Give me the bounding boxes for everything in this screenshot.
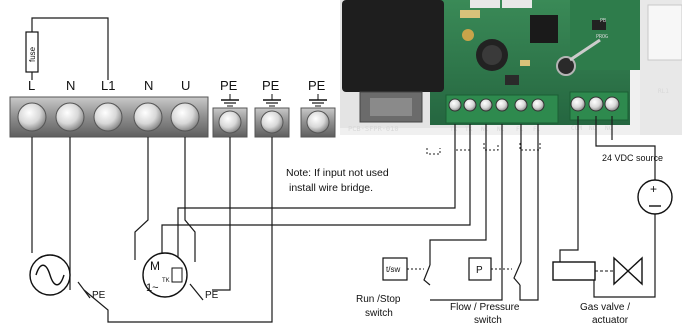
motor: M TK 1~ PE — [142, 252, 219, 301]
pcb-screw — [448, 98, 462, 112]
gas-caption-2: actuator — [592, 315, 629, 323]
pcb-connector-b — [569, 91, 629, 121]
pcb-board: PCB-SFPR-010 PB PROG RL1 TK TK NC NC FL FL CO… — [340, 0, 682, 135]
terminal-screw — [55, 102, 85, 132]
gas-caption-1: Gas valve / — [580, 302, 630, 313]
flow-box-label: P — [476, 265, 483, 276]
pe-terminal-label: PE — [262, 78, 280, 93]
runstop-switch: t/sw Run /Stop switch — [356, 257, 431, 319]
pcb-pin-label-fl: FL — [516, 126, 524, 133]
fuse-label: fuse — [28, 46, 37, 62]
pe-label-2: PE — [205, 290, 219, 301]
pe-terminal-screw — [218, 110, 242, 134]
pcb-chip-label: RL1 — [658, 88, 669, 95]
pcb-screw — [495, 98, 509, 112]
ac-source: PE — [29, 254, 106, 301]
pcb-pin-label-nc: NC — [497, 126, 505, 133]
pe-terminal-screw — [306, 110, 330, 134]
pcb-pin-label-nc: NC — [605, 125, 613, 132]
pcb-screw — [604, 96, 620, 112]
pe-terminal-screw — [260, 110, 284, 134]
relay-block — [342, 0, 444, 92]
wiring — [31, 116, 656, 323]
pcb-small-label: PB — [600, 18, 606, 24]
terminal-label-l1: L1 — [101, 78, 115, 93]
pe-label-1: PE — [92, 290, 106, 301]
pe-terminal-label: PE — [308, 78, 326, 93]
mcu-chip — [530, 15, 558, 43]
motor-phase-label: 1~ — [146, 282, 159, 294]
pcb-screw — [531, 98, 545, 112]
ground-icon — [263, 94, 281, 107]
terminal-screw — [133, 102, 163, 132]
pcb-pin-label-fl: FL — [533, 126, 541, 133]
terminal-label-l: L — [28, 78, 35, 93]
pcb-screw — [570, 96, 586, 112]
runstop-box-label: t/sw — [386, 265, 400, 274]
flow-caption-1: Flow / Pressure — [450, 302, 520, 313]
dc-source: 24 VDC source + — [602, 153, 673, 215]
wire-bridges — [426, 143, 541, 155]
ground-icon — [309, 94, 327, 107]
flow-caption-2: switch — [474, 315, 502, 323]
runstop-caption-1: Run /Stop — [356, 294, 401, 305]
pcb-pin-label-tk: TK — [450, 126, 458, 133]
ground-icon — [221, 94, 239, 107]
vdc-plus: + — [650, 182, 657, 196]
runstop-caption-2: switch — [365, 308, 393, 319]
pcb-screw — [514, 98, 528, 112]
pcb-pin-label-com: COM — [571, 125, 582, 132]
terminal-screw — [17, 102, 47, 132]
terminal-block-main: L N L1 N U — [9, 78, 209, 138]
terminal-screw — [93, 102, 123, 132]
pcb-pin-label-nc: NC — [481, 126, 489, 133]
pcb-pin-label-tk: TK — [465, 126, 473, 133]
pcb-prog-label: PROG — [596, 34, 608, 40]
terminal-label-u: U — [181, 78, 190, 93]
pcb-connector-a — [445, 94, 559, 124]
pcb-screw — [479, 98, 493, 112]
vdc-label: 24 VDC source — [602, 153, 663, 163]
motor-tk-label: TK — [162, 278, 170, 284]
note-line-1: Note: If input not used — [286, 167, 389, 179]
terminal-label-n: N — [144, 78, 153, 93]
terminal-label-n: N — [66, 78, 75, 93]
pcb-screw — [588, 96, 604, 112]
pcb-board-label: PCB-SFPR-010 — [348, 125, 399, 133]
pcb-screw — [463, 98, 477, 112]
terminal-block-pe: PE PE PE — [212, 78, 336, 138]
note-line-2: install wire bridge. — [289, 182, 373, 194]
pe-terminal-label: PE — [220, 78, 238, 93]
flow-switch: P Flow / Pressure switch — [450, 257, 522, 326]
motor-m-label: M — [150, 259, 160, 273]
gas-valve: Gas valve / actuator — [552, 256, 643, 326]
terminal-screw — [170, 102, 200, 132]
pcb-pin-label-no: NO — [589, 125, 597, 132]
